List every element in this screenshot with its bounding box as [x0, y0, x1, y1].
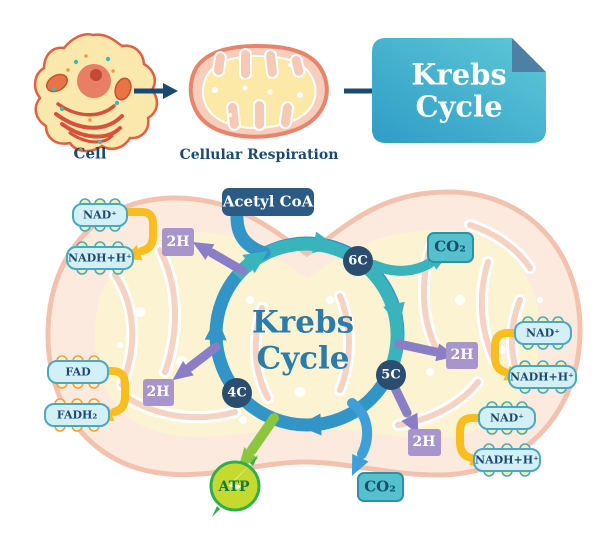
node-5c-label: 5C — [381, 367, 401, 383]
fad-label: FAD — [65, 365, 91, 379]
nucleolus — [90, 69, 102, 81]
small-mito-cristae — [212, 48, 306, 131]
nadh-bottom-right-label: NADH+H⁺ — [475, 453, 539, 467]
nad-top-left-label: NAD⁺ — [83, 208, 117, 222]
co2-top-label: CO₂ — [434, 237, 466, 256]
acetyl-coa-box — [222, 188, 314, 216]
nad-mid-right-label: NAD⁺ — [526, 326, 560, 340]
fad-box — [47, 360, 109, 384]
hydrogen-boxes — [143, 228, 478, 456]
nadh-top-left-box — [66, 246, 134, 270]
co2-box-top — [427, 232, 474, 263]
atp-label: ATP — [218, 479, 250, 495]
respiration-label: Cellular Respiration — [179, 147, 339, 163]
carrier-boxes — [44, 198, 577, 477]
hydrogen-label-right: 2H — [450, 347, 474, 363]
node-6c-label: 6C — [348, 253, 368, 269]
hydrogen-label-top-left: 2H — [166, 234, 190, 250]
atp-lightning-bolt — [219, 464, 251, 508]
organelle-mitochondrion-right — [114, 77, 132, 101]
node-4c-label: 4C — [227, 385, 247, 401]
nad-bottom-right-label: NAD⁺ — [490, 411, 524, 425]
krebs-center-label: Krebs Cycle — [251, 304, 355, 376]
ring-direction-arrowheads — [204, 231, 405, 436]
node-5c-circle — [376, 360, 406, 390]
nad-top-left-box — [72, 203, 128, 227]
co2-box-bottom — [357, 472, 404, 502]
flow-arrow-cell-to-mitochondrion — [134, 83, 178, 99]
hydrogen-box-right — [446, 342, 478, 369]
hydrogen-box-left — [143, 379, 174, 406]
cytoplasm-dots-orange — [66, 54, 115, 122]
hydrogen-box-top-left — [162, 228, 194, 256]
nadh-top-left-label: NADH+H⁺ — [68, 251, 132, 265]
hydrogen-box-bottom-right — [408, 429, 441, 456]
carrier-arrows-yellow — [104, 208, 519, 462]
node-6c-circle — [343, 246, 373, 276]
fadh2-label: FADH₂ — [56, 408, 98, 422]
cytoplasm-dots-teal — [51, 56, 120, 144]
title-label: Krebs Cycle — [411, 57, 507, 124]
title-card — [372, 38, 546, 143]
co2-bottom-label: CO₂ — [364, 477, 396, 496]
nucleus — [77, 64, 111, 98]
nad-mid-right-box — [514, 321, 572, 345]
cell-illustration — [33, 33, 159, 153]
nad-bottom-right-box — [478, 406, 536, 430]
co2-boxes — [357, 232, 474, 502]
node-4c-circle — [222, 378, 252, 408]
mitochondrion-illustration — [188, 43, 329, 139]
title-card-fold-corner — [512, 38, 546, 72]
nadh-mid-right-box — [508, 365, 577, 389]
hydrogen-label-bottom-right: 2H — [412, 434, 436, 450]
carrier-box-rects — [44, 203, 577, 472]
nadh-bottom-right-box — [473, 448, 541, 472]
nadh-mid-right-label: NADH+H⁺ — [510, 370, 574, 384]
acetyl-coa-label: Acetyl CoA — [222, 192, 314, 211]
acetyl-coa-inflow — [230, 210, 271, 260]
fadh2-box — [44, 403, 110, 427]
organelle-mitochondrion-left — [46, 73, 68, 93]
carbon-nodes — [222, 246, 406, 408]
endoplasmic-reticulum — [54, 102, 124, 144]
small-mito-dots — [212, 63, 303, 117]
title-card-body — [372, 38, 546, 143]
cell-label: Cell — [73, 144, 107, 163]
hydrogen-label-left: 2H — [146, 384, 170, 400]
atp-badge — [209, 455, 261, 517]
